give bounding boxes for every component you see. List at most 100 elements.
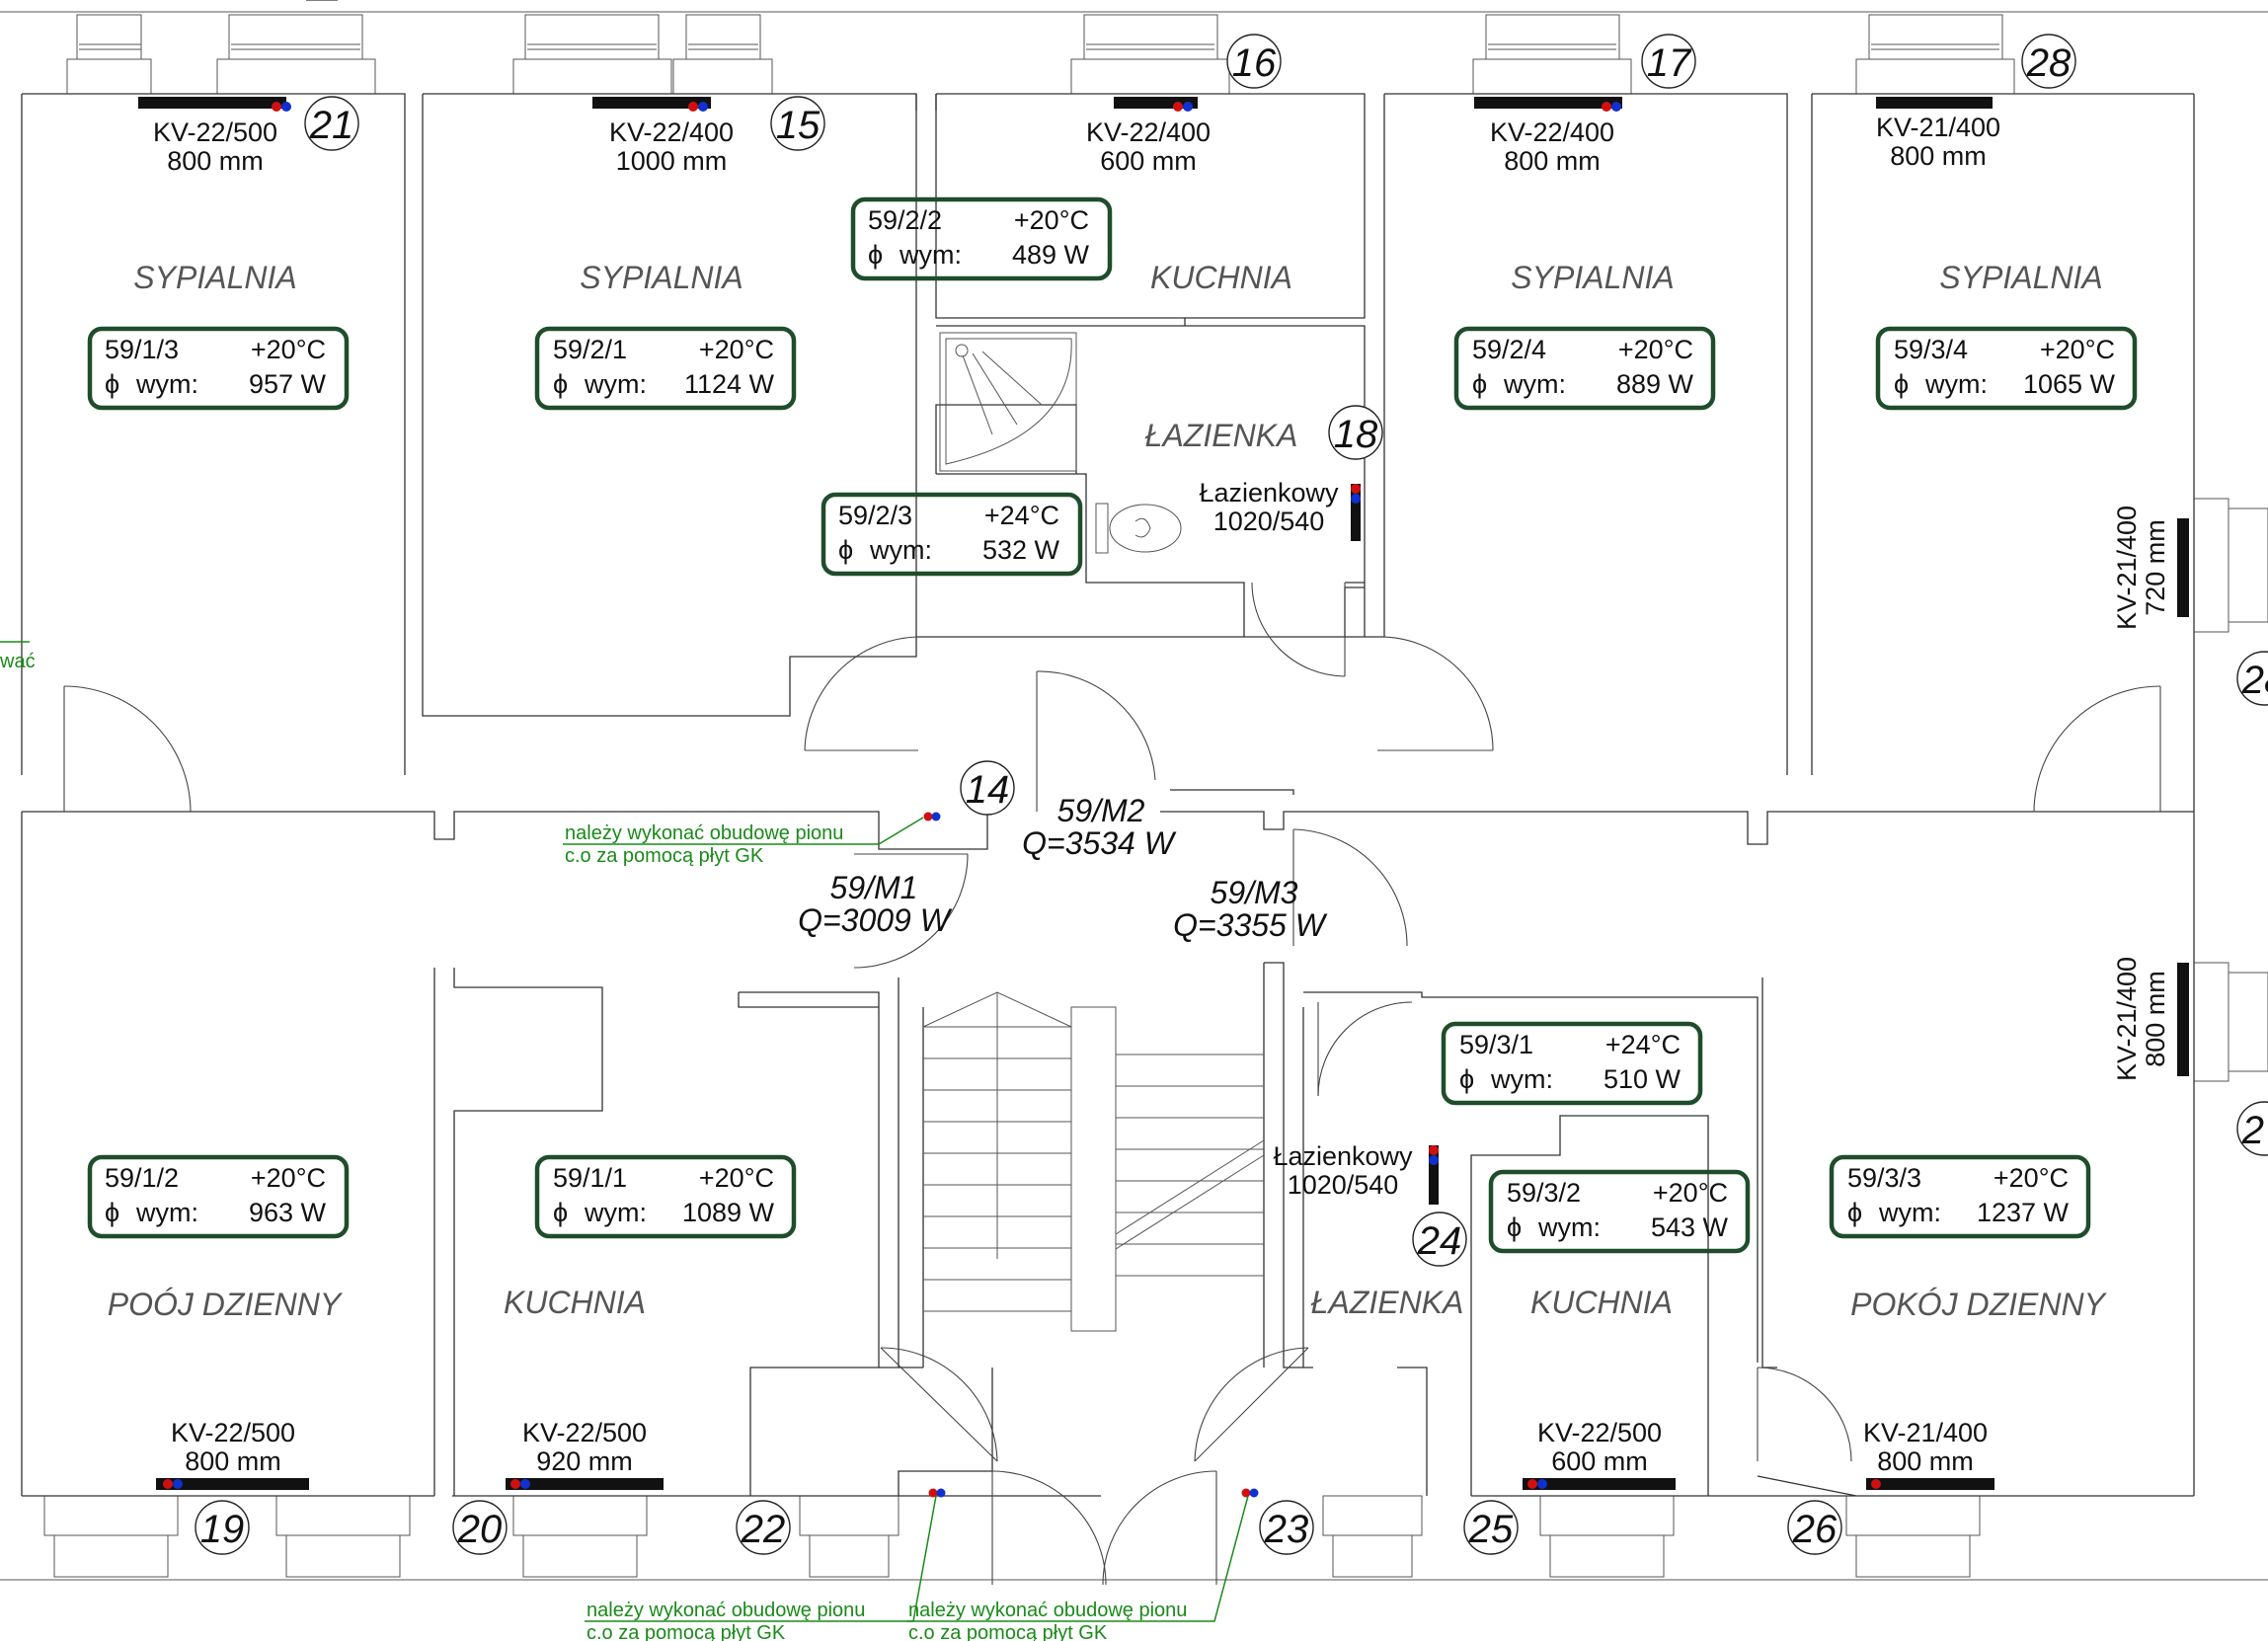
svg-text:19: 19 (200, 1508, 245, 1551)
svg-text:16: 16 (1232, 41, 1277, 85)
room-power: 1065 W (2023, 369, 2116, 399)
note-line-2: c.o za pomocą płyt GK (587, 1622, 786, 1641)
room-id: 59/3/1 (1459, 1030, 1533, 1059)
note-line-1: należy wykonać obudowę pionu (565, 822, 843, 844)
supply-pipe-dot (1429, 1145, 1439, 1155)
marker-24: 24 (1412, 1211, 1467, 1267)
flat-name: 59/M1 (830, 870, 918, 905)
return-pipe-dot (1183, 102, 1193, 112)
room-temp: +20°C (699, 335, 774, 364)
radiator-type: KV-21/400 (2112, 957, 2142, 1081)
room-power: 957 W (249, 369, 327, 399)
room-id: 59/3/4 (1894, 335, 1968, 364)
radiator-labels: KV-22/500 800 mm KV-22/400 1000 mm KV-22… (153, 113, 2170, 1476)
radiator-symbols (138, 97, 2189, 1498)
radiator-symbol (1876, 97, 1993, 109)
room-power: 889 W (1616, 369, 1694, 399)
room-label: wym: (135, 369, 198, 399)
diameter-symbol: ϕ (1847, 1198, 1862, 1227)
room-label: wym: (899, 240, 962, 270)
return-pipe-dot (1351, 494, 1361, 504)
radiator-symbol (138, 97, 286, 109)
right-windows (2193, 498, 2268, 1082)
svg-text:15: 15 (776, 104, 821, 147)
toilet (1095, 503, 1182, 554)
room-power: 532 W (982, 535, 1060, 565)
marker-19: 19 (195, 1500, 250, 1555)
diameter-symbol: ϕ (553, 369, 568, 399)
riser-notes: należy wykonać obudowę pionu c.o za pomo… (0, 651, 1187, 1641)
marker-15: 15 (770, 96, 825, 151)
room-data-box: 59/3/4 +20°C ϕ wym: 1065 W (1875, 326, 2138, 411)
radiator-size: 1020/540 (1213, 507, 1325, 536)
room-temp: +24°C (1605, 1030, 1681, 1059)
riser-return-dot (931, 812, 941, 821)
return-pipe-dot (1611, 102, 1621, 112)
room-labels: SYPIALNIA SYPIALNIA KUCHNIA ŁAZIENKA SYP… (108, 260, 2108, 1322)
radiator-size: 800 mm (1890, 141, 1987, 171)
room-id: 59/2/4 (1472, 335, 1546, 364)
svg-text:21: 21 (309, 104, 354, 147)
room-temp: +20°C (1014, 205, 1089, 235)
room-label: wym: (1503, 369, 1566, 399)
room-id: 59/2/1 (553, 335, 627, 364)
diameter-symbol: ϕ (1459, 1064, 1474, 1094)
room-label: wym: (869, 535, 932, 565)
radiator-size: 800 mm (167, 146, 264, 176)
supply-pipe-dot (1871, 1479, 1881, 1489)
supply-pipe-dot (1602, 102, 1611, 112)
diameter-symbol: ϕ (1472, 369, 1487, 399)
diameter-symbol: ϕ (553, 1198, 568, 1227)
marker-28: 28 (2236, 651, 2268, 706)
room-name: SYPIALNIA (1939, 260, 2102, 295)
radiator-type: KV-21/400 (2112, 506, 2142, 630)
room-power: 543 W (1651, 1212, 1729, 1242)
diameter-symbol: ϕ (1507, 1212, 1522, 1242)
svg-text:28: 28 (2026, 41, 2072, 85)
flat-heat-load: Q=3355 W (1173, 907, 1328, 943)
room-label: wym: (584, 1198, 647, 1227)
svg-text:25: 25 (1468, 1508, 1514, 1551)
radiator-type: Łazienkowy (1199, 478, 1339, 508)
marker-17: 17 (1641, 34, 1696, 89)
radiator-size: 800 mm (1877, 1446, 1974, 1476)
room-id: 59/1/2 (105, 1163, 179, 1193)
marker-26: 26 (1787, 1500, 1842, 1555)
radiator-type: KV-22/500 (1537, 1418, 1662, 1447)
room-name: ŁAZIENKA (1311, 1285, 1464, 1320)
marker-25: 25 (1463, 1500, 1519, 1555)
room-power: 489 W (1012, 240, 1090, 270)
svg-text:26: 26 (1792, 1508, 1838, 1551)
return-pipe-dot (698, 102, 708, 112)
room-data-box: 59/3/1 +24°C ϕ wym: 510 W (1441, 1021, 1703, 1106)
room-name: SYPIALNIA (1511, 260, 1674, 295)
room-power: 1124 W (684, 369, 775, 399)
svg-text:22: 22 (741, 1508, 786, 1551)
room-temp: +20°C (2040, 335, 2115, 364)
marker-20: 20 (452, 1500, 508, 1555)
flat-heat-load: Q=3534 W (1022, 825, 1177, 861)
room-data-boxes: 59/1/3 +20°C ϕ wym: 957 W 59/2/1 +20°C ϕ… (87, 196, 2138, 1254)
radiator-type: KV-21/400 (1863, 1418, 1988, 1447)
riser-return-dot (1249, 1488, 1259, 1498)
radiator-type: KV-22/500 (171, 1418, 295, 1447)
flat-name: 59/M2 (1057, 793, 1145, 828)
note-line-2: c.o za pomocą płyt GK (908, 1622, 1108, 1641)
radiator-size: 1000 mm (616, 146, 728, 176)
riser-supply-dot (923, 812, 933, 821)
flat-labels: 59/M1 Q=3009 W 59/M2 Q=3534 W 59/M3 Q=33… (798, 793, 1328, 943)
radiator-size: 920 mm (536, 1446, 633, 1476)
room-data-box: 59/3/2 +20°C ϕ wym: 543 W (1488, 1169, 1751, 1254)
room-name: SYPIALNIA (580, 260, 743, 295)
marker-16: 16 (1226, 34, 1282, 89)
room-temp: +20°C (251, 1163, 326, 1193)
riser-return-dot (936, 1488, 946, 1498)
room-id: 59/1/1 (553, 1163, 627, 1193)
room-temp: +20°C (699, 1163, 774, 1193)
radiator-symbol (1351, 484, 1361, 541)
return-pipe-dot (1537, 1479, 1547, 1489)
supply-pipe-dot (1527, 1479, 1537, 1489)
room-temp: +24°C (984, 501, 1059, 530)
flat-heat-load: Q=3009 W (798, 902, 953, 938)
radiator-size: 600 mm (1551, 1446, 1648, 1476)
